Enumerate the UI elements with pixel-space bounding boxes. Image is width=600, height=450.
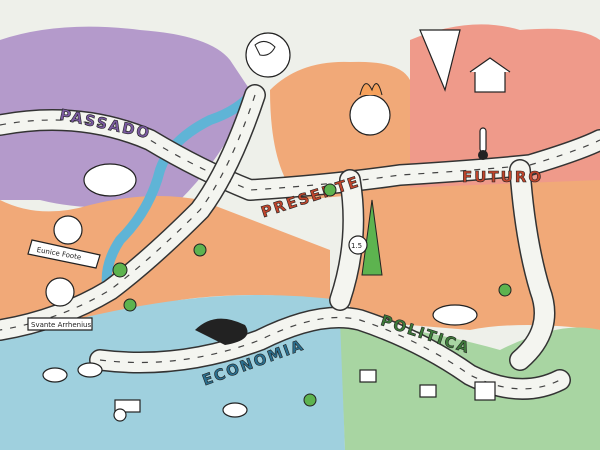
svante-arrhenius-label: Svante Arrhenius	[31, 321, 91, 329]
protesters-icon	[359, 369, 496, 401]
target-badge: 1.5	[348, 235, 368, 255]
globe-icon	[245, 32, 291, 78]
portrait-eunice-foote: Eunice Foote	[27, 215, 101, 269]
thermometer-icon	[478, 127, 488, 160]
region-right-middle	[350, 180, 600, 330]
river	[101, 86, 259, 302]
oil-spill-icon	[195, 318, 248, 345]
eiffel-tower-icon	[361, 199, 383, 276]
tractor-icon	[113, 399, 141, 422]
flooded-house-icon	[469, 57, 511, 93]
tornado-icon	[419, 29, 461, 92]
mammoth-icon	[83, 163, 137, 197]
stadium-icon	[432, 304, 478, 326]
portrait-svante-arrhenius: Svante Arrhenius	[27, 277, 93, 331]
burning-earth-icon	[349, 83, 391, 136]
label-future: FUTURO	[462, 168, 543, 186]
cow-icon	[42, 362, 248, 418]
target-value: 1.5	[351, 242, 362, 250]
tree-icons	[112, 183, 512, 407]
